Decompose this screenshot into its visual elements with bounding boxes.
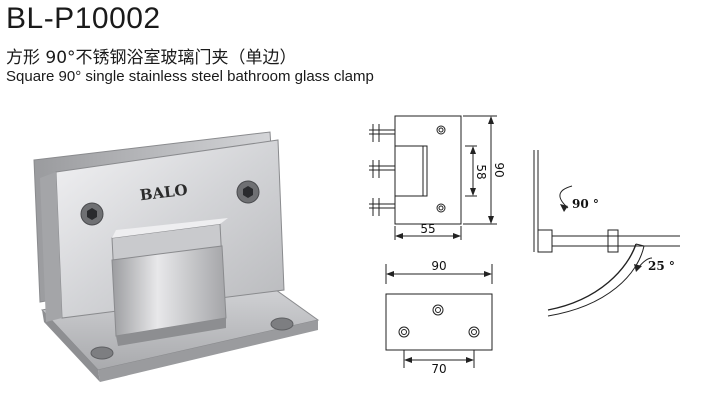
- product-title-english: Square 90° single stainless steel bathro…: [6, 68, 374, 85]
- dim-base-width: 90: [431, 259, 446, 273]
- base-hole-left: [90, 346, 114, 360]
- model-number: BL-P10002: [6, 2, 161, 35]
- dim-side-width: 55: [420, 222, 435, 236]
- swing-arc-outer: [547, 243, 637, 311]
- swing-arc-inner: [547, 245, 645, 317]
- base-view-drawing: 90 70: [385, 259, 493, 376]
- hinge-outline: [537, 229, 553, 253]
- drawing-screw-bottom: [436, 203, 446, 213]
- open-angle-label: 90 °: [572, 197, 599, 211]
- base-hole-right: [270, 317, 294, 331]
- back-angle-label: 25 °: [648, 259, 675, 273]
- base-drawing-hole-top: [432, 304, 444, 316]
- base-drawing-hole-right: [468, 326, 480, 338]
- product-title-chinese: 方形 90°不锈钢浴室玻璃门夹（单边）: [6, 48, 297, 68]
- product-photo: BALO: [33, 131, 320, 382]
- hinge-recess: [394, 145, 428, 197]
- dim-hole-spacing: 70: [431, 362, 446, 376]
- side-plate: [394, 115, 462, 225]
- dim-inner-height: 58: [474, 164, 488, 179]
- base-drawing-hole-left: [398, 326, 410, 338]
- brand-mark: BALO: [139, 181, 189, 205]
- swing-view-drawing: 90 ° 25 °: [533, 150, 680, 317]
- base-plate-outline: [385, 293, 493, 351]
- drawing-screw-top: [436, 125, 446, 135]
- base-flange-edge: [42, 310, 100, 382]
- side-view-drawing: 58 90 55: [369, 115, 506, 240]
- dim-outer-height: 90: [492, 162, 506, 177]
